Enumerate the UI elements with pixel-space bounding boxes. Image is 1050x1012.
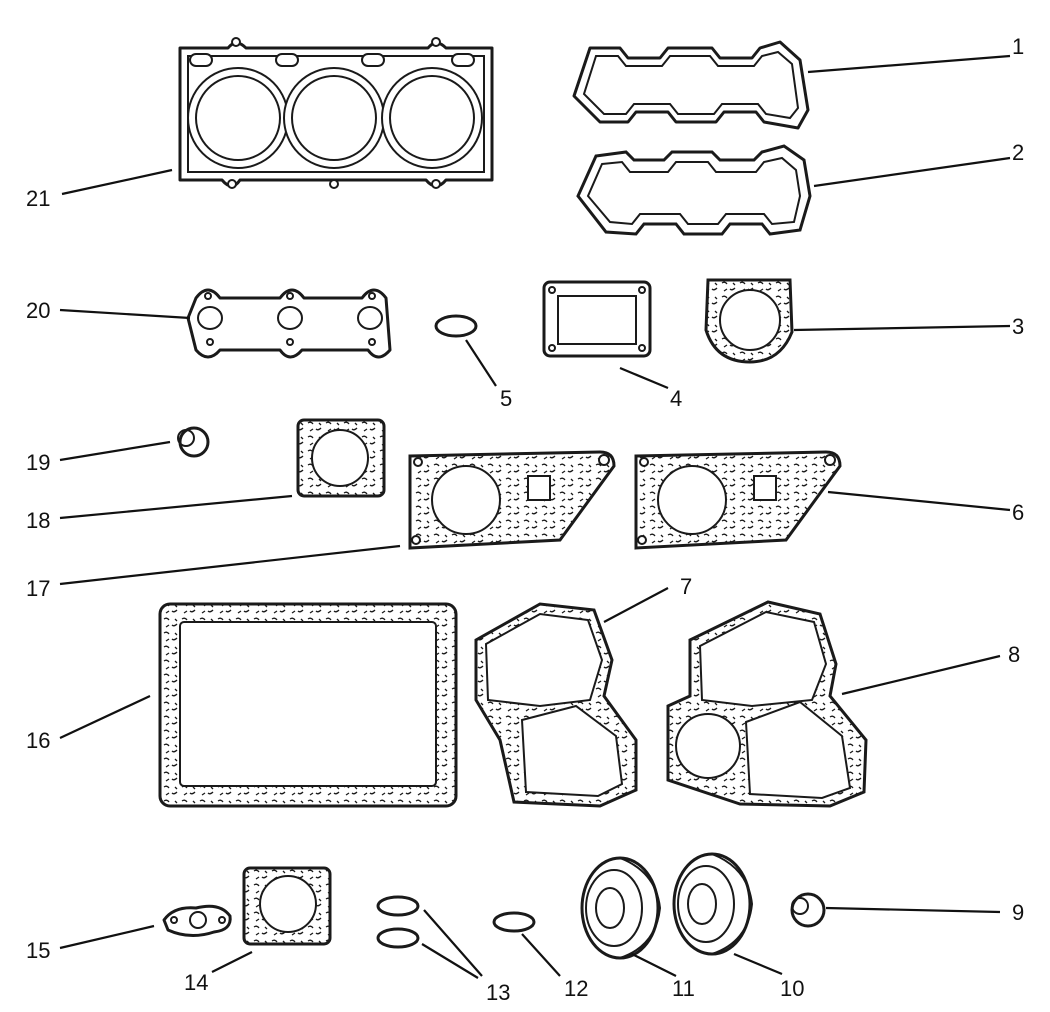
callout-21: 21 [26, 186, 50, 211]
part-16-sump-gasket [158, 602, 458, 808]
callout-18: 18 [26, 508, 50, 533]
part-21-cylinder-head-gasket [178, 37, 494, 189]
callout-11: 11 [672, 976, 695, 1001]
part-18-square-gasket [296, 418, 386, 498]
leader-3 [793, 324, 1011, 332]
part-10-oil-seal [672, 852, 754, 956]
leader-6 [827, 490, 1011, 512]
callout-4: 4 [670, 386, 682, 411]
part-15-flange-gasket [162, 904, 232, 937]
leader-10 [733, 952, 783, 976]
leader-4 [619, 366, 669, 390]
leader-9 [825, 906, 1001, 914]
leader-18 [59, 494, 293, 520]
part-1-rocker-cover-gasket [572, 40, 810, 130]
leader-12 [521, 933, 561, 977]
part-14-square-gasket [242, 866, 332, 946]
leader-11 [631, 953, 677, 977]
callout-10: 10 [780, 976, 804, 1001]
part-7-timing-case-gasket [474, 602, 638, 808]
leader-19 [59, 440, 171, 462]
callout-15: 15 [26, 938, 50, 963]
part-13-o-rings [376, 895, 420, 949]
leader-13a [423, 909, 483, 977]
callout-17: 17 [26, 576, 50, 601]
callout-20: 20 [26, 298, 50, 323]
leader-7 [603, 587, 669, 623]
leader-20 [59, 308, 191, 320]
part-6-plate-gasket [634, 450, 842, 550]
callout-labels: 1 2 3 4 5 6 7 8 9 10 11 12 13 14 15 16 1… [26, 34, 1024, 1005]
part-12-o-ring [492, 911, 536, 933]
callout-6: 6 [1012, 500, 1024, 525]
leader-1 [807, 54, 1011, 74]
leader-14 [211, 951, 253, 973]
leader-13b [421, 943, 479, 979]
part-2-rocker-cover-gasket [576, 144, 812, 236]
callout-14: 14 [184, 970, 208, 995]
callout-16: 16 [26, 728, 50, 753]
callout-8: 8 [1008, 642, 1020, 667]
callout-7: 7 [680, 574, 692, 599]
leader-15 [59, 924, 155, 950]
part-17-plate-gasket [408, 450, 616, 550]
callout-19: 19 [26, 450, 50, 475]
leader-2 [813, 156, 1011, 188]
leader-lines [59, 54, 1011, 979]
part-5-o-ring [434, 314, 478, 338]
callout-3: 3 [1012, 314, 1024, 339]
part-9-seal [790, 892, 826, 928]
part-20-manifold-gasket [186, 288, 392, 359]
leader-17 [59, 544, 401, 586]
part-4-cover-gasket [542, 280, 652, 358]
leader-21 [61, 168, 173, 196]
callout-1: 1 [1012, 34, 1024, 59]
leader-5 [465, 339, 497, 387]
leader-16 [59, 695, 151, 739]
part-8-timing-case-gasket [666, 600, 868, 808]
part-11-oil-seal [580, 856, 662, 960]
callout-13: 13 [486, 980, 510, 1005]
part-3-pump-gasket [704, 278, 794, 364]
callout-2: 2 [1012, 140, 1024, 165]
callout-9: 9 [1012, 900, 1024, 925]
callout-5: 5 [500, 386, 512, 411]
callout-12: 12 [564, 976, 588, 1001]
leader-8 [841, 654, 1001, 696]
part-19-seal [177, 426, 210, 458]
